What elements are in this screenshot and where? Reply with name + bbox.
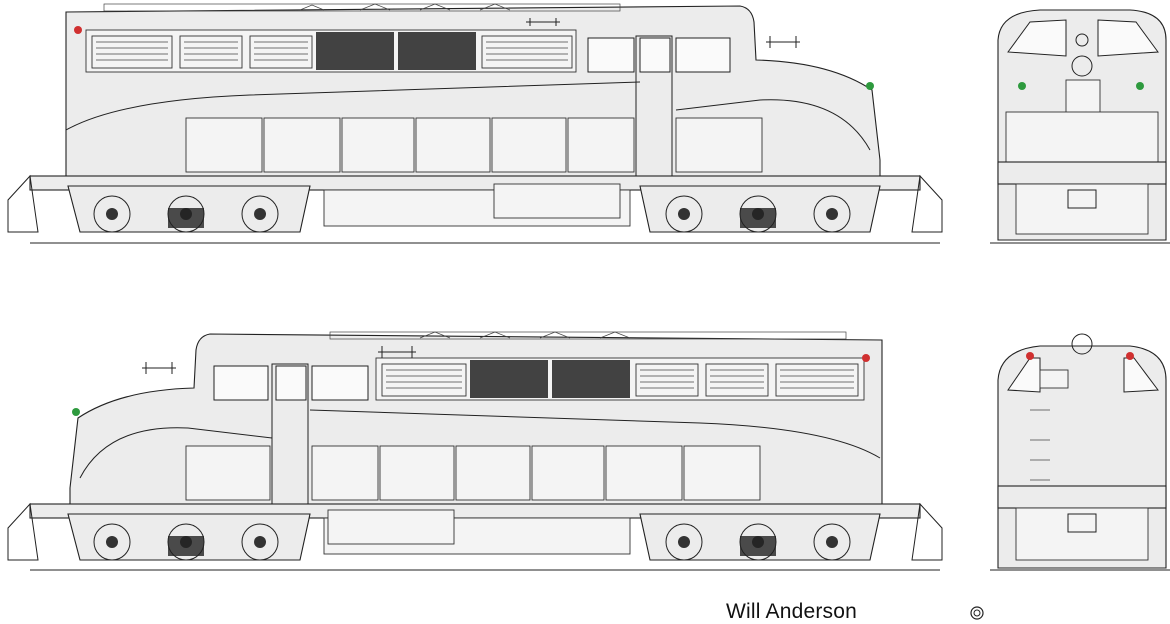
end-view-bottom	[990, 333, 1170, 571]
pilot-rear	[7, 502, 39, 561]
author-credit: Will Anderson	[726, 600, 857, 623]
cab-window-1	[213, 365, 269, 401]
end-panel	[1005, 111, 1159, 163]
headlight	[1071, 55, 1093, 77]
truck-rear	[67, 185, 311, 233]
louver-hatching	[96, 41, 568, 61]
roof-walk	[103, 3, 621, 12]
cab-window-2	[639, 37, 671, 73]
louver-hatching	[386, 369, 854, 389]
pilot-front	[911, 174, 943, 233]
roof-fans	[419, 331, 631, 339]
body-sweep-line	[309, 409, 881, 459]
end-marker-green	[1018, 82, 1026, 90]
horn	[378, 346, 416, 358]
lower-side-panels	[185, 445, 761, 501]
end-sill	[997, 485, 1167, 509]
marker-light-red	[862, 354, 870, 362]
roof-walk	[329, 331, 847, 340]
end-window-left	[1007, 19, 1067, 57]
end-view-top	[997, 9, 1167, 241]
marker-light-green	[72, 408, 80, 416]
number-box	[1039, 369, 1069, 389]
end-window-right	[1097, 19, 1159, 57]
horn-front	[766, 36, 800, 48]
nose-sweep-line	[675, 99, 871, 151]
body-sweep-line	[65, 81, 641, 131]
end-pilot	[1015, 183, 1149, 235]
cab-window-3	[311, 365, 369, 401]
louver-grilles	[91, 32, 573, 70]
end-marker-green-right	[1136, 82, 1144, 90]
end-marker-red	[1026, 352, 1034, 360]
upper-headlight	[1075, 33, 1089, 47]
logo-mark-icon	[970, 606, 984, 620]
end-sill	[997, 161, 1167, 185]
roof-fans	[299, 3, 511, 11]
nose-sweep-line	[79, 427, 273, 479]
battery-box	[327, 509, 455, 545]
louver-grilles	[381, 360, 859, 398]
truck-rear	[67, 513, 311, 561]
battery-box	[493, 183, 621, 219]
end-marker-red-right	[1126, 352, 1134, 360]
end-pilot	[1015, 507, 1149, 561]
side-view-bottom	[7, 331, 943, 571]
end-coupler	[1067, 189, 1097, 209]
lower-side-panels	[185, 117, 763, 173]
end-window-left	[1007, 357, 1041, 393]
end-coupler	[1067, 513, 1097, 533]
truck-front	[639, 513, 881, 561]
grab-irons	[1030, 409, 1050, 481]
cab-window-2	[275, 365, 307, 401]
cab-window-3	[675, 37, 731, 73]
horn	[526, 18, 560, 26]
truck-front	[639, 185, 881, 233]
horn-rear	[142, 362, 176, 374]
pilot-front	[911, 502, 943, 561]
headlight	[1071, 333, 1093, 355]
marker-light-red	[74, 26, 82, 34]
marker-light-green	[866, 82, 874, 90]
side-view-top	[7, 3, 943, 244]
cab-window-1	[587, 37, 635, 73]
pilot-rear	[7, 174, 39, 233]
